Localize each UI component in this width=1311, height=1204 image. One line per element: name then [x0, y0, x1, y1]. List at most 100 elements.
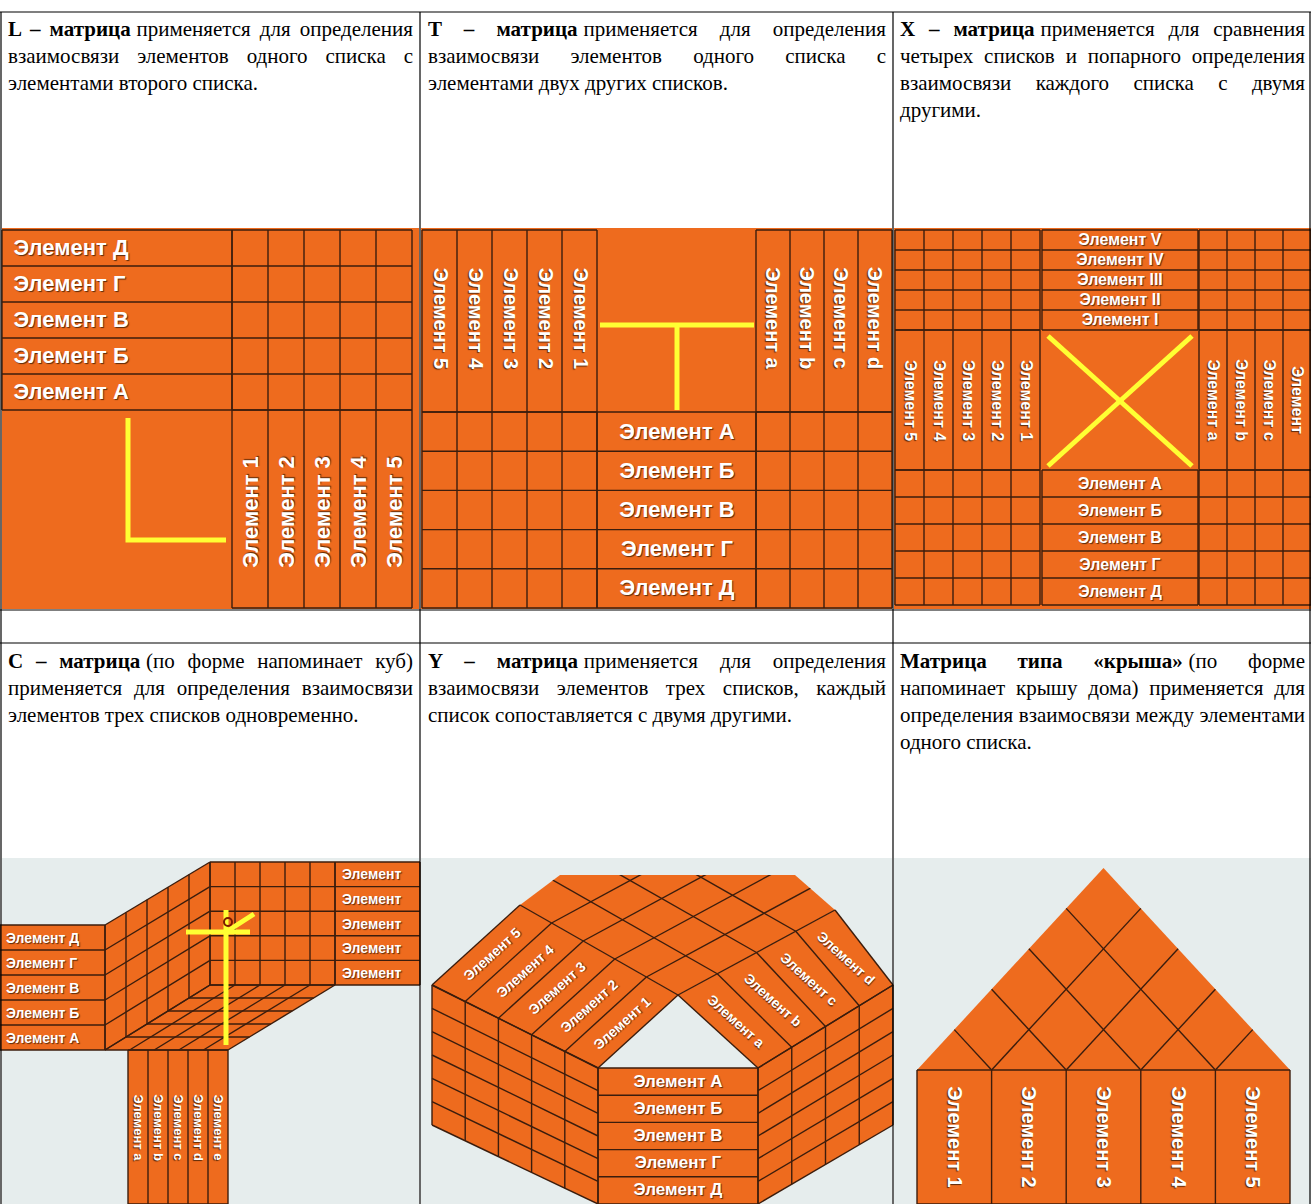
grid-line: [432, 1102, 598, 1182]
grid-line: [952, 330, 953, 470]
element-label: Элемент Б: [10, 339, 225, 373]
grid-line: [1039, 470, 1040, 605]
element-label: Элемент a: [1200, 332, 1226, 468]
element-label: Элемент c: [825, 233, 857, 403]
grid-line: [1226, 330, 1227, 470]
grid-line: [895, 469, 1040, 470]
grid-line: [422, 568, 597, 569]
grid-line: [895, 469, 1040, 470]
grid-line: [231, 410, 232, 608]
element-label: Элемент c: [169, 1053, 188, 1201]
grid-line: [432, 1055, 598, 1136]
element-label: Элемент: [1284, 332, 1310, 468]
grid-line: [2, 229, 232, 230]
grid-line: [757, 1068, 758, 1204]
grid-line: [1042, 309, 1198, 310]
grid-line: [597, 607, 756, 608]
element-label: Элемент Г: [601, 1151, 756, 1176]
grid-line: [1199, 249, 1311, 250]
grid-line: [1215, 1070, 1216, 1204]
element-label: Элемент: [338, 913, 418, 935]
grid-line: [1197, 470, 1198, 605]
grid-line: [992, 989, 1067, 1070]
grid-line: [597, 1068, 598, 1204]
grid-line: [1041, 470, 1042, 605]
grid-line: [303, 230, 304, 410]
grid-line: [309, 862, 310, 985]
grid-line: [1042, 269, 1198, 270]
element-label: Элемент a: [129, 1053, 148, 1201]
grid-line: [456, 230, 457, 412]
grid-line: [267, 230, 268, 410]
grid-line: [105, 1049, 228, 1050]
grid-line: [210, 984, 335, 985]
t-matrix-panel: [421, 228, 892, 609]
grid-line: [105, 936, 210, 1000]
grid-line: [203, 985, 310, 1050]
element-label: Элемент d: [189, 1053, 208, 1201]
grid-line: [1199, 289, 1311, 290]
grid-line: [526, 230, 527, 412]
grid-line: [598, 1094, 758, 1095]
element-label: Элемент I: [1043, 311, 1198, 330]
grid-line: [756, 451, 892, 452]
grid-line: [1226, 470, 1227, 605]
grid-line: [335, 960, 420, 961]
element-label: Элемент 4: [341, 420, 375, 605]
grid-line: [597, 568, 756, 569]
element-label: Элемент А: [2, 1026, 102, 1049]
element-label: Элемент 2: [983, 332, 1010, 468]
grid-line: [187, 1050, 188, 1204]
element-label: Элемент 1: [1012, 332, 1039, 468]
grid-line: [422, 490, 597, 491]
grid-line: [259, 862, 260, 985]
grid-line: [1254, 470, 1255, 605]
grid-line: [1042, 469, 1198, 470]
element-label: Элемент В: [601, 1124, 756, 1149]
element-label: Элемент 3: [305, 420, 339, 605]
matrix-description: T – матрицаприменяется для определения в…: [428, 16, 886, 97]
roof-matrix: [917, 868, 1290, 1204]
grid-line: [598, 1149, 758, 1150]
matrix-name: C – матрица: [8, 649, 140, 673]
grid-line: [756, 568, 892, 569]
element-label: Элемент 4: [925, 332, 952, 468]
grid-line: [1042, 289, 1198, 290]
grid-line: [1282, 330, 1283, 470]
grid-line: [923, 470, 924, 605]
grid-line: [422, 411, 597, 412]
element-label: Элемент В: [10, 303, 225, 337]
grid-line: [923, 330, 924, 470]
grid-line: [104, 925, 105, 1050]
element-label: Элемент 3: [1084, 1075, 1124, 1200]
grid-line: [1254, 330, 1255, 470]
grid-line: [1197, 230, 1198, 330]
grid-line: [526, 412, 527, 608]
intersection-dot: [224, 918, 232, 926]
image-ground: [2, 858, 419, 1204]
grid-line: [857, 412, 858, 608]
grid-line: [755, 412, 756, 608]
element-label: Элемент 2: [1009, 1075, 1049, 1200]
grid-line: [1199, 469, 1311, 470]
element-label: Элемент V: [1043, 231, 1198, 250]
grid-line: [334, 862, 335, 985]
element-label: Элемент Б: [601, 1096, 756, 1121]
element-label: Элемент 3: [954, 332, 981, 468]
grid-line: [916, 1070, 917, 1204]
grid-line: [1199, 550, 1311, 551]
matrix-description: C – матрица(по форме напоминает куб) при…: [8, 648, 413, 729]
grid-line: [895, 309, 1040, 310]
grid-line: [1042, 577, 1198, 578]
grid-line: [758, 1102, 893, 1182]
grid-line: [0, 1049, 105, 1050]
grid-line: [168, 1010, 292, 1011]
grid-line: [228, 985, 335, 1050]
grid-line: [894, 330, 895, 470]
element-label: Элемент e: [209, 1053, 228, 1201]
grid-line: [209, 862, 210, 985]
element-label: Элемент Г: [2, 951, 102, 974]
element-label: Элемент: [338, 888, 418, 910]
grid-line: [432, 1032, 598, 1114]
grid-line: [756, 411, 892, 412]
